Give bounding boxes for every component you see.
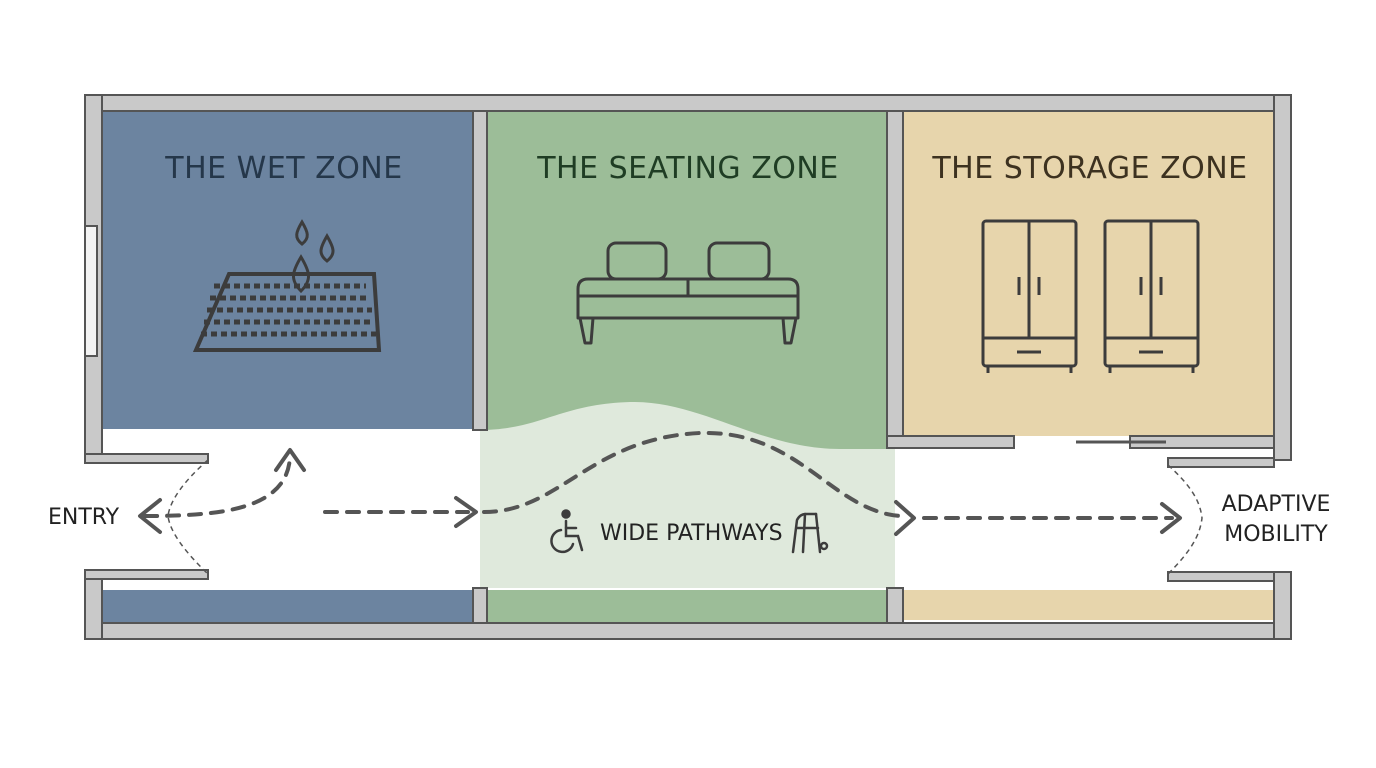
divider-wet-seating-lower (472, 587, 488, 624)
divider-seating-storage-lower (886, 587, 904, 624)
seating-loop-arrow (482, 430, 902, 518)
wet-zone-strip (102, 590, 473, 623)
wet-arrowhead (274, 448, 306, 472)
exit-label-line-2: MOBILITY (1224, 522, 1328, 547)
left-window (84, 225, 98, 357)
storage-bottom-wall-left (886, 435, 1015, 449)
sofa-icon (576, 241, 800, 345)
wet-zone-label: THE WET ZONE (164, 151, 402, 186)
exit-arrowhead (1160, 502, 1182, 534)
exit-label-line-1: ADAPTIVE (1222, 492, 1331, 517)
bottom-wall (84, 622, 1292, 640)
divider-seating-storage (886, 110, 904, 440)
pathway-highlight (480, 401, 895, 588)
seating-zone-strip (487, 590, 887, 623)
door-swings (167, 459, 1203, 575)
wardrobe-icon (1103, 219, 1200, 373)
wet-zone-fill (102, 111, 473, 429)
top-wall (84, 94, 1292, 112)
seating-loop-arrowhead (894, 500, 916, 536)
exit-door-swing (1167, 464, 1203, 575)
divider-wet-seating (472, 110, 488, 431)
pathway-label: WIDE PATHWAYS (600, 521, 783, 546)
left-wall-lower (84, 569, 103, 640)
exit-door-jamb-top (1167, 457, 1275, 468)
shower-mat-icon (192, 219, 382, 352)
entry-door-jamb-top (84, 453, 209, 464)
circulation-arrows (138, 430, 1182, 536)
entry-to-wet-arrow (143, 454, 292, 518)
exit-door-jamb-bottom (1167, 571, 1275, 582)
wheelchair-icon (550, 509, 584, 554)
wardrobe-icon (981, 219, 1078, 373)
walls (84, 94, 1292, 640)
main-path-arrowhead (454, 496, 478, 528)
walker-icon (791, 512, 829, 554)
entry-door-jamb-bottom (84, 569, 209, 580)
entry-arrowhead (138, 498, 162, 534)
entry-label: ENTRY (48, 505, 120, 530)
storage-zone-strip (903, 590, 1273, 620)
storage-zone-label: THE STORAGE ZONE (931, 151, 1247, 186)
seating-zone-label: THE SEATING ZONE (536, 151, 839, 186)
right-wall-upper (1273, 94, 1292, 461)
right-wall-lower (1273, 571, 1292, 640)
storage-zone-fill (903, 111, 1273, 436)
